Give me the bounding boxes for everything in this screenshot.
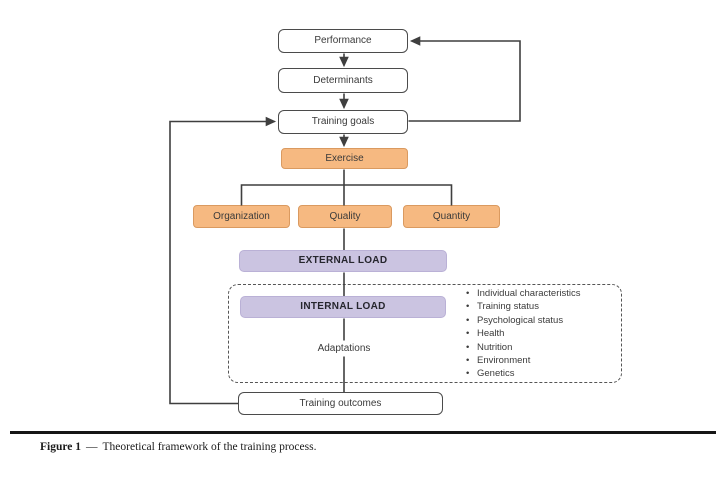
node-external-load-label: EXTERNAL LOAD	[298, 255, 388, 266]
node-internal-load: INTERNAL LOAD	[240, 296, 446, 318]
moderator-label: Health	[477, 328, 505, 340]
node-determinants-label: Determinants	[313, 74, 373, 86]
node-organization: Organization	[193, 205, 290, 228]
node-external-load: EXTERNAL LOAD	[239, 250, 447, 272]
node-quantity-label: Quantity	[432, 210, 471, 222]
moderator-label: Individual characteristics	[477, 288, 581, 299]
node-exercise: Exercise	[281, 148, 408, 169]
figure-caption-text: Theoretical framework of the training pr…	[102, 441, 317, 453]
node-performance: Performance	[278, 29, 408, 53]
node-determinants: Determinants	[278, 68, 408, 93]
node-exercise-label: Exercise	[325, 152, 364, 164]
list-item: Psychological status	[460, 314, 620, 328]
list-item: Training status	[460, 300, 620, 314]
node-quality: Quality	[298, 205, 392, 228]
node-performance-label: Performance	[314, 35, 372, 46]
node-organization-label: Organization	[213, 210, 270, 222]
node-adaptations: Adaptations	[294, 342, 394, 355]
moderator-label: Training status	[477, 301, 539, 313]
node-quantity: Quantity	[403, 205, 500, 228]
node-training-goals: Training goals	[278, 110, 408, 134]
caption-divider	[10, 431, 716, 434]
list-item: Nutrition	[460, 341, 620, 355]
figure-caption: Figure 1 — Theoretical framework of the tr…	[40, 441, 680, 453]
node-training-outcomes: Training outcomes	[238, 392, 443, 415]
moderator-list: Individual characteristics Training stat…	[460, 287, 620, 381]
figure-caption-label: Figure 1	[40, 441, 81, 453]
moderator-label: Genetics	[477, 368, 515, 380]
node-quality-label: Quality	[329, 210, 361, 222]
node-training-goals-label: Training goals	[311, 116, 375, 127]
node-training-outcomes-label: Training outcomes	[299, 397, 382, 409]
list-item: Health	[460, 327, 620, 341]
node-internal-load-label: INTERNAL LOAD	[300, 301, 386, 312]
moderator-label: Nutrition	[477, 341, 513, 353]
line-branch-bar	[240, 184, 453, 206]
figure-caption-dash: —	[86, 441, 98, 453]
list-item: Environment	[460, 354, 620, 368]
moderator-label: Psychological status	[477, 314, 564, 326]
loop-training-goals-performance	[408, 36, 521, 122]
list-item: Individual characteristics	[460, 287, 620, 301]
node-adaptations-label: Adaptations	[317, 342, 371, 354]
moderator-label: Environment	[477, 355, 531, 367]
list-item: Genetics	[460, 367, 620, 381]
